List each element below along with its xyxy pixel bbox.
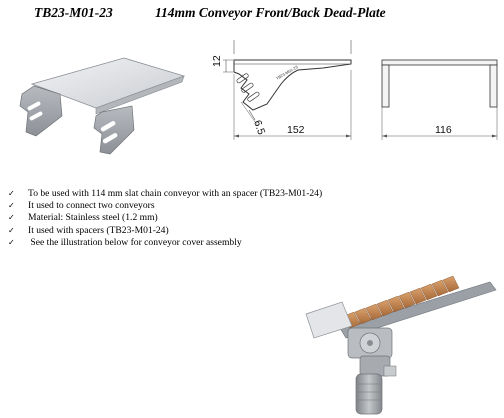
check-icon: ✓ bbox=[8, 201, 15, 211]
right-bracket bbox=[93, 105, 135, 155]
list-item: ✓ See the illustration below for conveyo… bbox=[8, 237, 322, 249]
list-item: ✓ It used to connect two conveyors bbox=[8, 200, 322, 212]
list-item-text: Material: Stainless steel (1.2 mm) bbox=[28, 212, 158, 224]
list-item-text: It used with spacers (TB23-M01-24) bbox=[28, 224, 169, 236]
dead-plate-render bbox=[19, 57, 186, 155]
dim-height: 12 bbox=[211, 55, 223, 67]
check-icon: ✓ bbox=[8, 189, 15, 198]
motor bbox=[355, 373, 383, 415]
conveyor-assembly-render bbox=[305, 275, 497, 415]
front-leg-right bbox=[489, 64, 498, 108]
check-icon: ✓ bbox=[8, 213, 15, 223]
list-item: ✓ It used with spacers (TB23-M01-24) bbox=[8, 225, 322, 237]
dim-slot: 6.5 bbox=[251, 119, 267, 137]
check-icon: ✓ bbox=[8, 237, 15, 247]
dead-plate-mounted bbox=[305, 301, 353, 339]
plate-profile bbox=[233, 59, 352, 111]
product-code: TB23-M01-23 bbox=[34, 5, 113, 20]
plate-lip bbox=[95, 75, 185, 115]
left-bracket bbox=[19, 85, 63, 137]
dim-width: 116 bbox=[435, 124, 452, 136]
list-item-text: See the illustration below for conveyor … bbox=[28, 236, 242, 248]
front-plate-top bbox=[381, 59, 498, 66]
check-icon: ✓ bbox=[8, 225, 15, 235]
front-view-drawing: 116 bbox=[381, 59, 498, 140]
conveyor-rail bbox=[339, 281, 497, 339]
part-stamp: TB23-M01-23 bbox=[275, 64, 299, 81]
feature-list: ✓ To be used with 114 mm slat chain conve… bbox=[8, 188, 322, 249]
dim-length: 152 bbox=[287, 124, 305, 136]
front-leg-left bbox=[381, 64, 390, 108]
list-item: ✓ To be used with 114 mm slat chain conve… bbox=[8, 188, 322, 200]
list-item: ✓ Material: Stainless steel (1.2 mm) bbox=[8, 212, 322, 224]
list-item-text: It used to connect two conveyors bbox=[28, 200, 155, 212]
list-item-text: To be used with 114 mm slat chain convey… bbox=[28, 188, 323, 199]
product-title: 114mm Conveyor Front/Back Dead-Plate bbox=[155, 5, 386, 20]
side-view-drawing: TB23-M01-23 12 6.5 152 bbox=[211, 40, 352, 140]
